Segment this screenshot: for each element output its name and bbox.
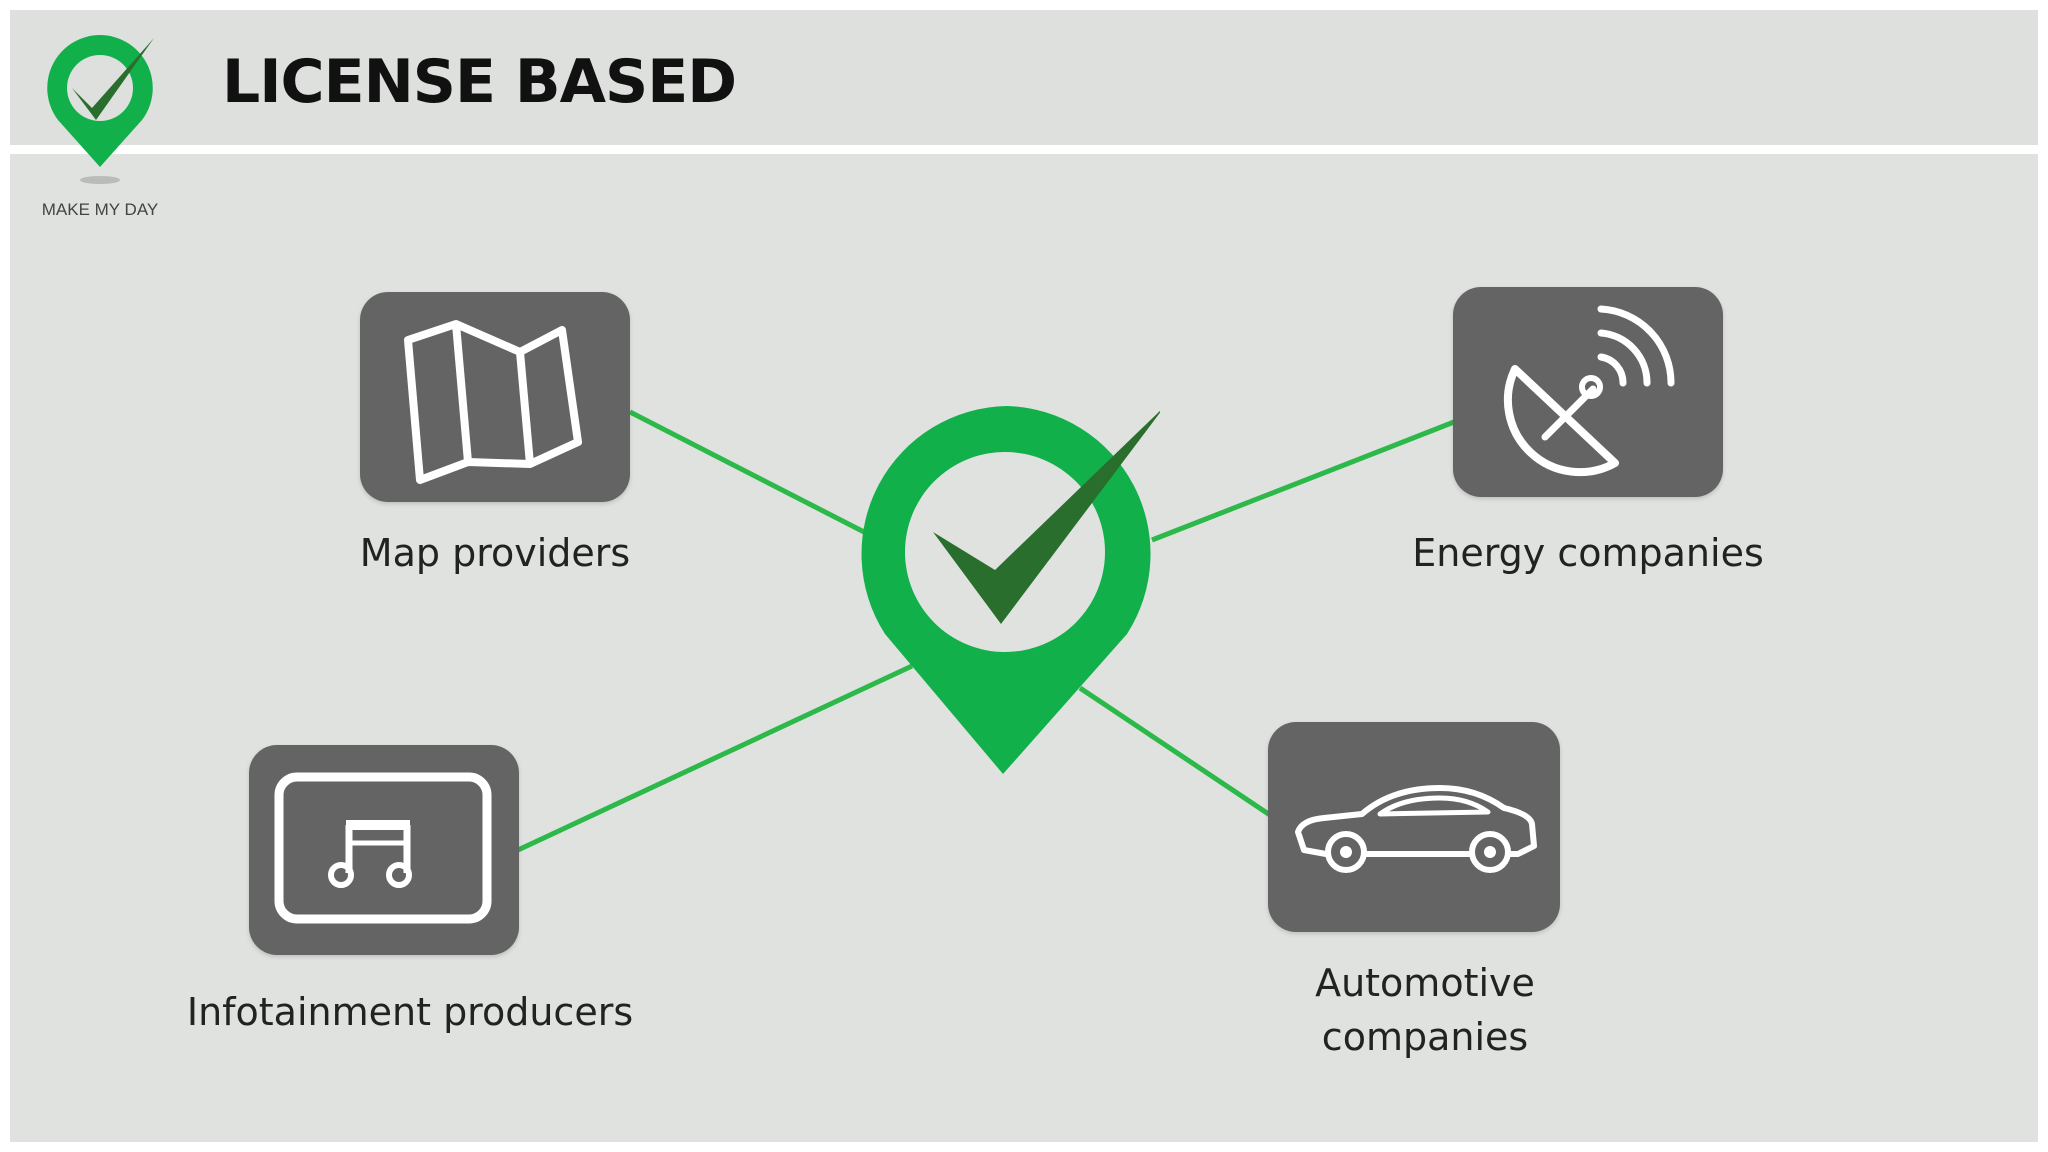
satellite-dish-icon: [1503, 305, 1675, 477]
header-divider: [10, 145, 2038, 154]
map-providers-tile[interactable]: [360, 292, 630, 502]
automotive-companies-label: Automotive companies: [1225, 956, 1625, 1064]
infotainment-producers-label: Infotainment producers: [186, 990, 634, 1034]
car-icon: [1295, 785, 1537, 873]
automotive-label-line1: Automotive: [1315, 961, 1535, 1005]
header-band: [10, 10, 2038, 145]
folded-map-icon: [404, 320, 582, 484]
infotainment-producers-tile[interactable]: [249, 745, 519, 955]
location-check-pin-icon: [861, 406, 1160, 774]
connector-energy: [1151, 419, 1455, 543]
connector-map: [628, 409, 870, 537]
energy-companies-label: Energy companies: [1412, 531, 1764, 575]
music-note-screen-icon: [274, 772, 492, 924]
map-providers-label: Map providers: [359, 531, 631, 575]
automotive-label-line2: companies: [1321, 1015, 1529, 1059]
brand-caption: MAKE MY DAY: [41, 200, 159, 219]
energy-companies-tile[interactable]: [1453, 287, 1723, 497]
automotive-companies-tile[interactable]: [1268, 722, 1560, 932]
connector-infotainment: [516, 663, 914, 853]
connector-automotive: [1078, 685, 1272, 818]
logo-pin-check-icon: [47, 35, 154, 184]
page-title: LICENSE BASED: [222, 47, 737, 117]
